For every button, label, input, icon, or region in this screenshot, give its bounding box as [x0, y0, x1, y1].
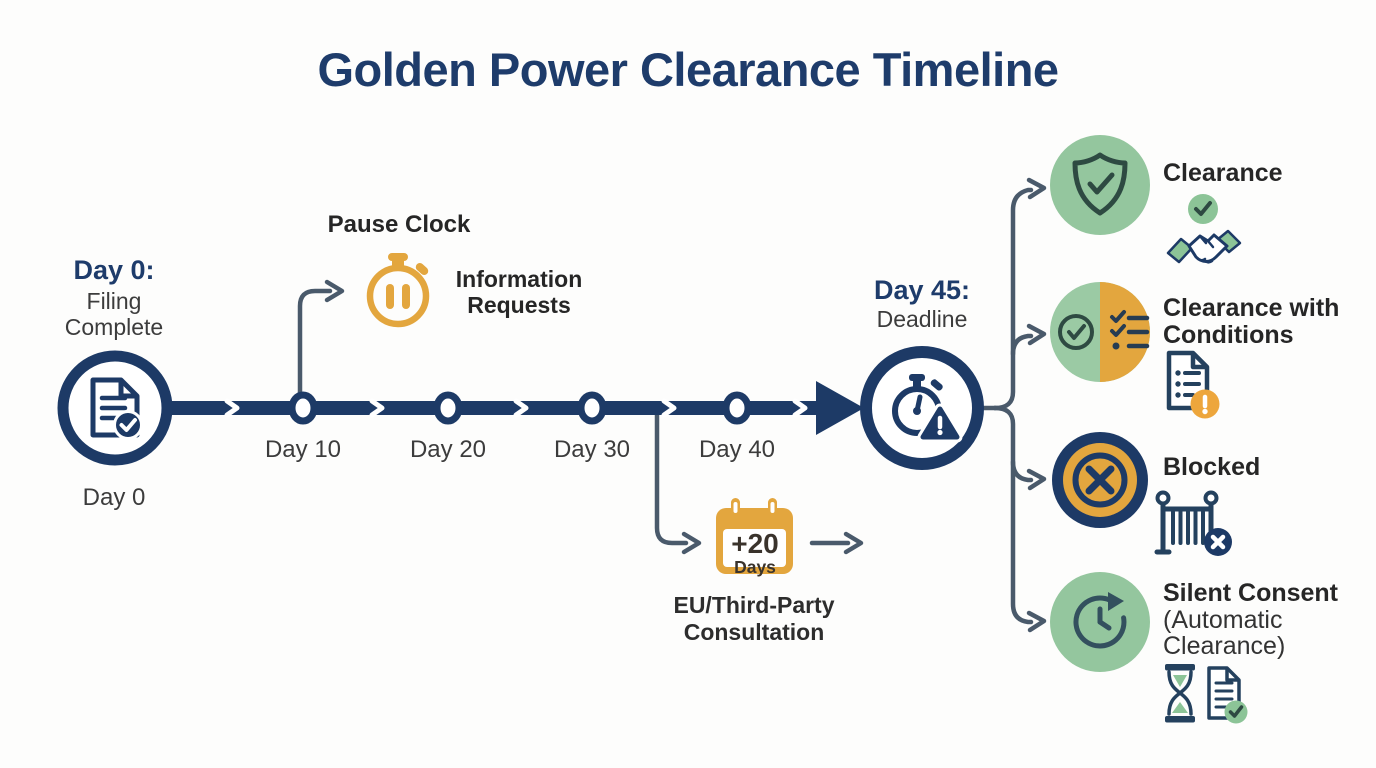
- day45-heading: Day 45:: [873, 275, 971, 305]
- outcome-blocked-node: [1052, 432, 1148, 528]
- outcome-silent-title-line2: (Automatic: [1163, 606, 1283, 634]
- outcome-conditions-title-line1: Clearance with: [1163, 294, 1340, 322]
- calendar-badge-bottom: Days: [734, 557, 776, 577]
- outcome-silent-title-line1: Silent Consent: [1163, 579, 1339, 607]
- calendar-badge-top: +20: [731, 528, 779, 559]
- outcome-silent-node: [1050, 572, 1150, 672]
- page-title: Golden Power Clearance Timeline: [317, 43, 1059, 96]
- calendar-forward-arrow: [809, 531, 864, 555]
- calendar-icon: [716, 498, 793, 574]
- stopwatch-pause-icon: [366, 253, 430, 328]
- day0-heading: Day 0:: [73, 255, 155, 285]
- day45-node: [860, 346, 984, 470]
- marker-day20: [433, 391, 463, 425]
- marker-day30: [577, 391, 607, 425]
- document-check-small-icon: [1207, 666, 1248, 724]
- timeline-arrowhead: [816, 381, 864, 435]
- shield-check-icon: [1072, 152, 1128, 216]
- label-day20: Day 20: [409, 436, 487, 463]
- document-check-icon: [90, 377, 143, 440]
- day0-below-label: Day 0: [82, 484, 146, 511]
- timeline-markers: [288, 391, 752, 425]
- day0-node: [57, 350, 173, 466]
- outcome-clearance-title: Clearance: [1163, 159, 1283, 187]
- pause-heading: Pause Clock: [327, 211, 471, 238]
- document-alert-icon: [1166, 350, 1220, 419]
- circle-x-icon: [1072, 452, 1128, 508]
- clock-refresh-icon: [1073, 592, 1127, 649]
- day0-desc-line2: Complete: [64, 314, 164, 340]
- day0-desc-line1: Filing: [86, 288, 142, 314]
- outcome-conditions-node: [1050, 282, 1150, 382]
- check-circle-icon: [1188, 194, 1218, 224]
- consultation-connector: [654, 411, 702, 555]
- timeline-chevrons: [224, 398, 808, 418]
- pause-connector: [297, 279, 345, 399]
- handshake-icon: [1166, 229, 1242, 264]
- label-day30: Day 30: [553, 436, 631, 463]
- marker-day40: [722, 391, 752, 425]
- info-requests-line1: Information: [455, 266, 583, 292]
- barrier-x-icon: [1154, 490, 1232, 556]
- day45-sub: Deadline: [876, 306, 968, 332]
- check-checklist-split-icon: [1058, 310, 1150, 350]
- outcome-blocked-title: Blocked: [1163, 453, 1261, 481]
- consultation-line1: EU/Third-Party: [673, 592, 835, 618]
- hourglass-icon: [1165, 664, 1195, 723]
- label-day10: Day 10: [264, 436, 342, 463]
- stopwatch-alert-icon: [892, 374, 963, 443]
- consultation-line2: Consultation: [683, 619, 825, 645]
- connector-lines: [297, 177, 1047, 633]
- label-day40: Day 40: [698, 436, 776, 463]
- outcome-silent-title-line3: Clearance): [1163, 632, 1286, 660]
- timeline-bar: [166, 381, 864, 435]
- outcome-branch-connector: [981, 177, 1047, 633]
- marker-day10: [288, 391, 318, 425]
- info-requests-line2: Requests: [467, 292, 571, 318]
- outcome-conditions-title-line2: Conditions: [1163, 321, 1294, 349]
- outcome-clearance-node: [1050, 135, 1150, 235]
